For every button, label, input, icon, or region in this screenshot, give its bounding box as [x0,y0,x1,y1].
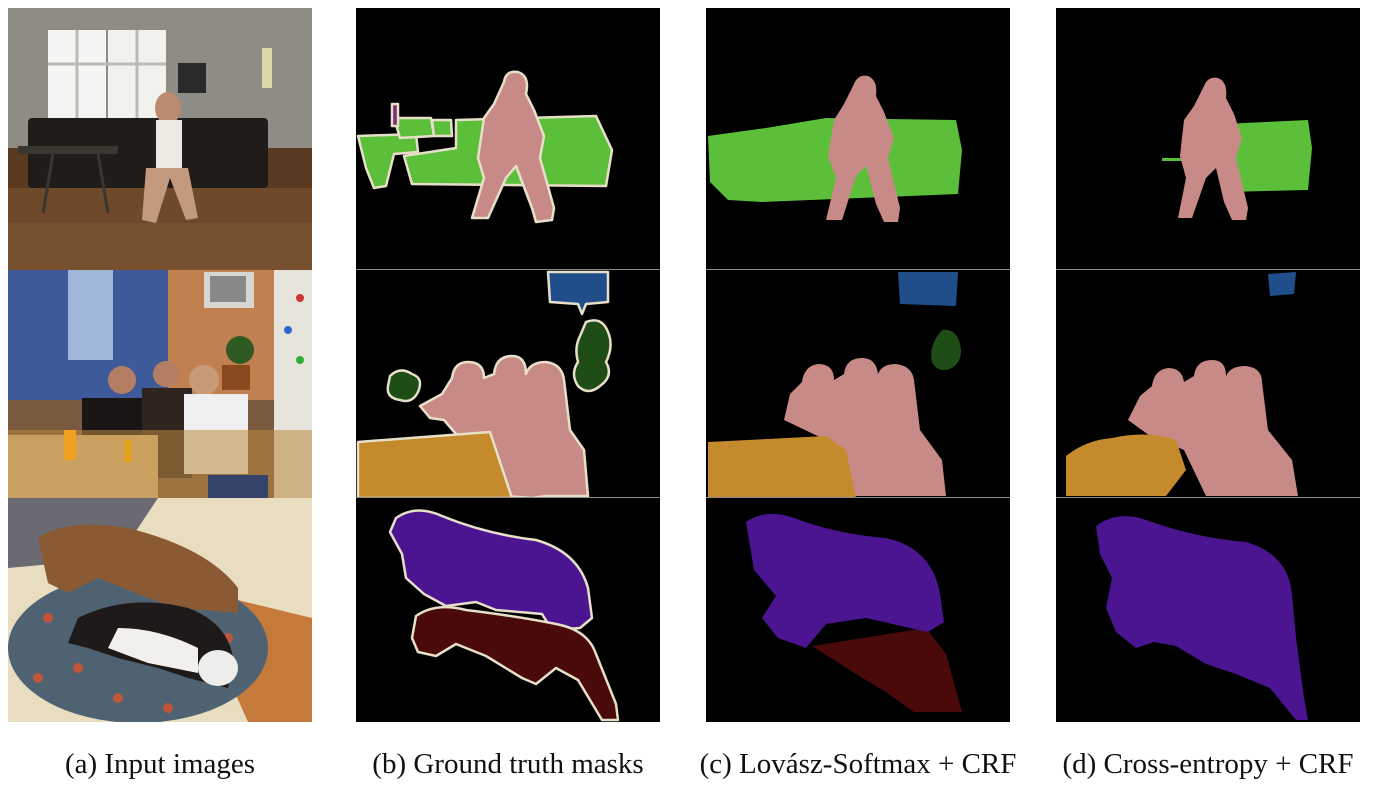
crossentropy-mask-dog-and-cat [1056,498,1360,722]
crossentropy-mask-kitchen-people [1056,270,1360,498]
gt-mask-kitchen-people [356,270,660,498]
caption-input-images: (a) Input images [64,748,256,780]
column-cross-entropy-crf [1056,8,1360,722]
lovasz-mask-kitchen-people [706,270,1010,498]
input-image-dog-and-cat [8,498,312,722]
caption-cross-entropy-crf: (d) Cross-entropy + CRF [1062,748,1354,780]
lovasz-mask-dog-and-cat [706,498,1010,722]
column-input-images [8,8,312,722]
row-separator [356,497,660,498]
caption-lovasz-softmax-crf: (c) Lovász-Softmax + CRF [699,748,1017,780]
column-lovasz-softmax-crf [706,8,1010,722]
gt-mask-dog-and-cat [356,498,660,722]
row-separator [1056,497,1360,498]
gt-mask-living-room [356,8,660,270]
crossentropy-mask-living-room [1056,8,1360,270]
row-separator [356,269,660,270]
column-ground-truth-masks [356,8,660,722]
row-separator [1056,269,1360,270]
lovasz-mask-living-room [706,8,1010,270]
row-separator [706,269,1010,270]
caption-ground-truth-masks: (b) Ground truth masks [372,748,644,780]
row-separator [706,497,1010,498]
input-image-living-room [8,8,312,270]
input-image-kitchen-people [8,270,312,498]
